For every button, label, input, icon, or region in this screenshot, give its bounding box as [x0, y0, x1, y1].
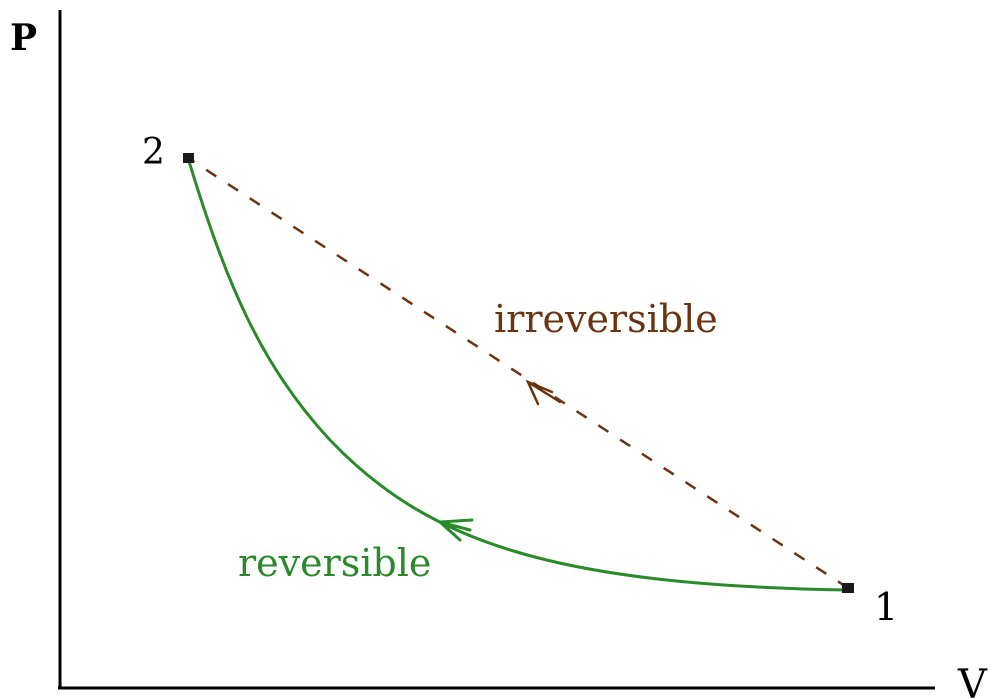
state-point-1 — [842, 583, 854, 593]
point-2-label: 2 — [142, 132, 165, 173]
irreversible-path — [187, 156, 849, 590]
irreversible-label: irreversible — [494, 297, 718, 341]
y-axis-label: P — [10, 17, 37, 59]
irreversible-arrow-icon — [525, 379, 562, 406]
reversible-label: reversible — [238, 541, 431, 585]
reversible-arrow-icon — [436, 518, 474, 542]
state-point-2 — [183, 153, 194, 163]
reversible-path — [186, 157, 849, 592]
point-1-label: 1 — [874, 585, 898, 629]
x-axis-label: V — [957, 662, 988, 700]
